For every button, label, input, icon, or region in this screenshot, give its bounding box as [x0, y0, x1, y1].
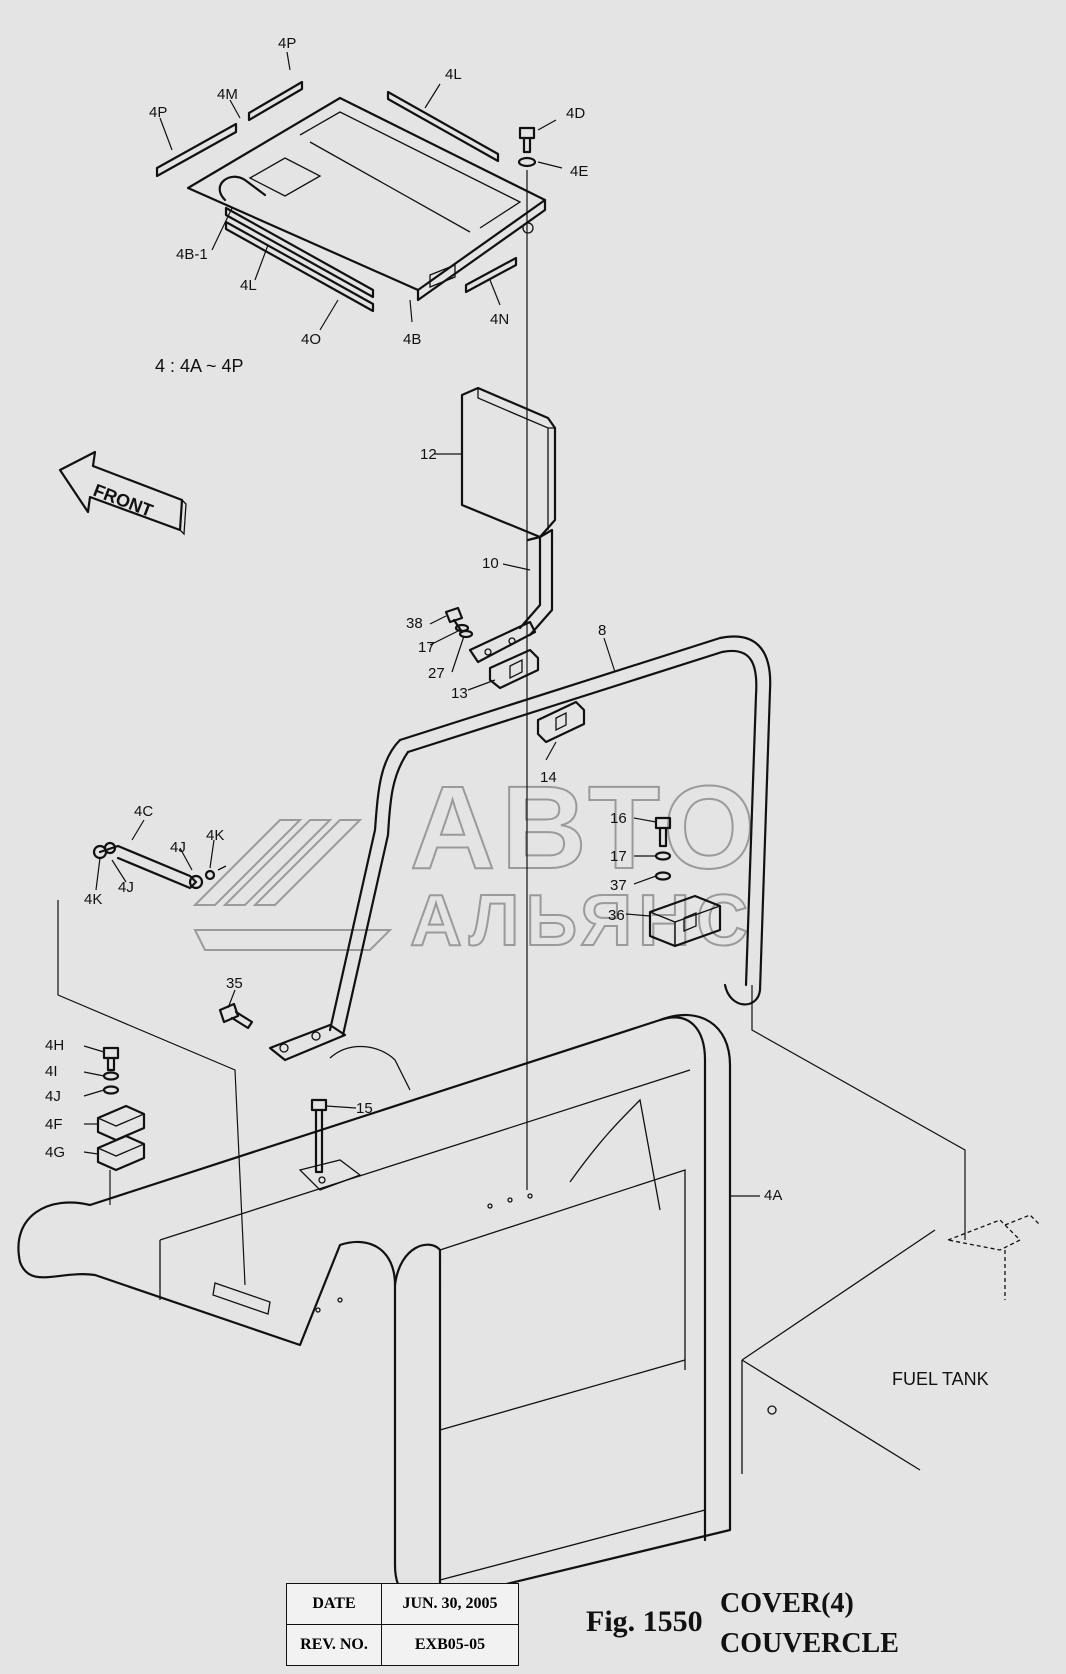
leader-lines — [57, 51, 966, 1286]
label-37: 37 — [610, 877, 627, 894]
front-arrow: FRONT — [58, 450, 187, 536]
label-4K-b: 4K — [84, 891, 102, 908]
label-4H: 4H — [45, 1037, 64, 1054]
part-labels: 4P 4M 4P 4L 4D 4E 4B-1 4L 4O 4B 4N 4 : 4… — [45, 35, 989, 1389]
figure-title-fr: COUVERCLE — [720, 1628, 899, 1659]
label-4C: 4C — [134, 803, 153, 820]
seal-strips — [155, 80, 518, 313]
bolt-4H-set — [102, 1046, 120, 1095]
label-8: 8 — [598, 622, 606, 639]
watermark-line1: АВТО — [410, 762, 761, 894]
label-4I: 4I — [45, 1063, 58, 1080]
label-4L-bottom: 4L — [240, 277, 257, 294]
roll-bar-8 — [268, 635, 772, 1062]
plate-4F — [96, 1104, 146, 1142]
label-range: 4 : 4A ~ 4P — [155, 356, 244, 376]
bolt-35 — [218, 1002, 254, 1030]
label-4F: 4F — [45, 1116, 63, 1133]
date-label: DATE — [286, 1583, 382, 1625]
label-17b: 17 — [610, 848, 627, 865]
label-4N: 4N — [490, 311, 509, 328]
label-4E: 4E — [570, 163, 588, 180]
label-4B: 4B — [403, 331, 421, 348]
base-frame-4A — [17, 1014, 732, 1603]
label-35: 35 — [226, 975, 243, 992]
label-27: 27 — [428, 665, 445, 682]
label-13: 13 — [451, 685, 468, 702]
bracket-36 — [648, 894, 722, 948]
title-block: DATE JUN. 30, 2005 REV. NO. EXB05-05 — [286, 1583, 519, 1666]
support-arm-10 — [468, 528, 554, 664]
label-4K-a: 4K — [206, 827, 224, 844]
label-4P-left: 4P — [149, 104, 167, 121]
label-16: 16 — [610, 810, 627, 827]
clamp-13 — [488, 648, 540, 690]
plate-4G — [96, 1134, 146, 1172]
label-4O: 4O — [301, 331, 321, 348]
label-15: 15 — [356, 1100, 373, 1117]
bolt-4D — [517, 126, 537, 168]
bolt-16-set — [654, 816, 672, 881]
label-4D: 4D — [566, 105, 585, 122]
rev-value: EXB05-05 — [381, 1624, 519, 1666]
bolt-38-set — [444, 606, 474, 639]
label-10: 10 — [482, 555, 499, 572]
label-4A: 4A — [764, 1187, 782, 1204]
label-4B-1: 4B-1 — [176, 246, 208, 263]
label-4J-c: 4J — [45, 1088, 61, 1105]
label-4M: 4M — [217, 86, 238, 103]
hinge-rod-4C — [92, 841, 227, 890]
label-14: 14 — [540, 769, 557, 786]
clamp-14 — [536, 700, 586, 744]
label-fuel-tank: FUEL TANK — [892, 1369, 989, 1389]
watermark: АВТО АЛЬЯНС — [192, 761, 761, 962]
watermark-logo-icon — [192, 819, 393, 951]
label-12: 12 — [420, 446, 437, 463]
label-4J-b: 4J — [118, 879, 134, 896]
label-17a: 17 — [418, 639, 435, 656]
fuel-tank-outline — [741, 1214, 1041, 1474]
pad-12 — [460, 386, 557, 539]
label-4J-a: 4J — [170, 839, 186, 856]
watermark-line2: АЛЬЯНС — [410, 881, 754, 961]
label-36: 36 — [608, 907, 625, 924]
label-38: 38 — [406, 615, 423, 632]
figure-number: Fig. 1550 — [586, 1605, 703, 1638]
label-4G: 4G — [45, 1144, 65, 1161]
top-cover-plate — [186, 96, 547, 302]
label-4L-top: 4L — [445, 66, 462, 83]
label-4P-top: 4P — [278, 35, 296, 52]
bolt-15 — [310, 1098, 328, 1174]
figure-title-en: COVER(4) — [720, 1588, 854, 1619]
figure-title: COVER(4) COUVERCLE — [720, 1584, 899, 1664]
date-value: JUN. 30, 2005 — [381, 1583, 519, 1625]
rev-label: REV. NO. — [286, 1624, 382, 1666]
